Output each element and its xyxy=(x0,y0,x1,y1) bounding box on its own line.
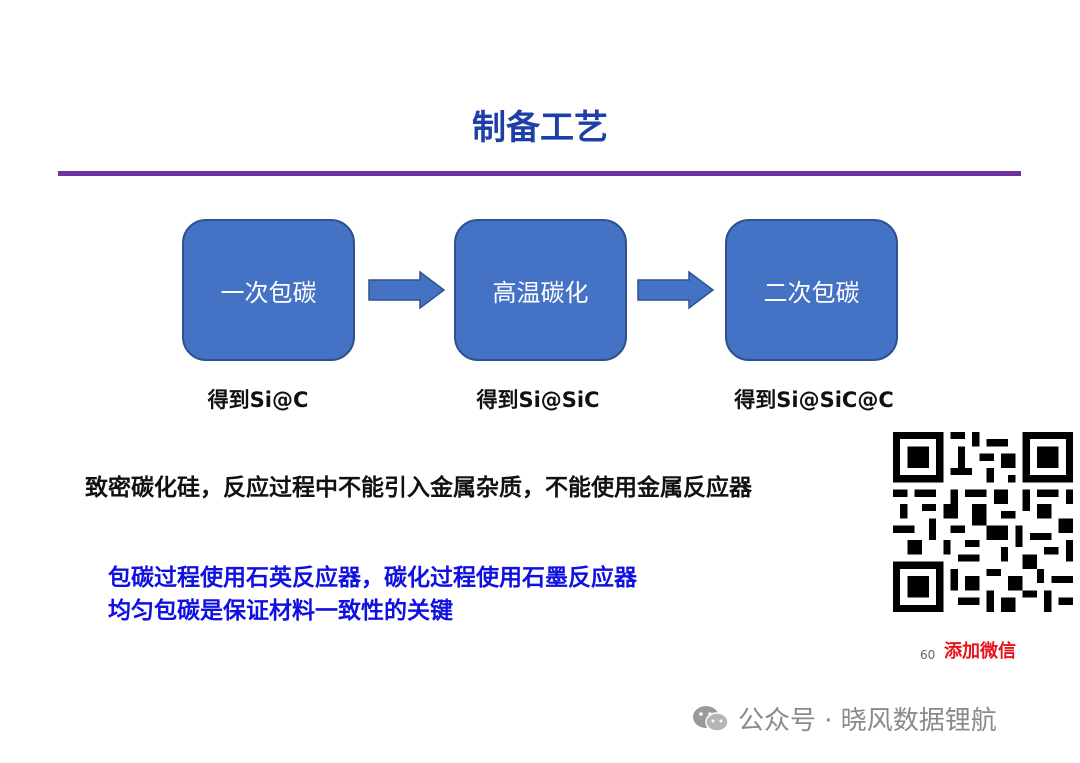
step-label-2: 高温碳化 xyxy=(492,278,589,307)
step-label-3: 二次包碳 xyxy=(763,278,860,307)
step-box-2: 高温碳化 xyxy=(454,219,627,361)
step-result-1: 得到Si@C xyxy=(207,388,309,412)
note-blue-line-1: 包碳过程使用石英反应器，碳化过程使用石墨反应器 xyxy=(108,565,637,591)
watermark-text: 公众号 · 晓风数据锂航 xyxy=(738,706,997,736)
step-result-3: 得到Si@SiC@C xyxy=(734,388,894,412)
watermark: 公众号 · 晓风数据锂航 xyxy=(692,700,997,737)
step-label-1: 一次包碳 xyxy=(220,278,317,307)
qr-code[interactable] xyxy=(892,432,1074,612)
title-divider xyxy=(58,171,1021,176)
slide-title: 制备工艺 xyxy=(472,108,608,148)
page-number: 60 xyxy=(920,648,936,662)
arrow-right-icon xyxy=(637,270,715,310)
step-box-3: 二次包碳 xyxy=(725,219,898,361)
wechat-icon xyxy=(693,705,729,732)
arrow-right-icon xyxy=(368,270,446,310)
qr-caption: 添加微信 xyxy=(944,641,1016,662)
step-result-2: 得到Si@SiC xyxy=(476,388,600,412)
note-blue-line-2: 均匀包碳是保证材料一致性的关键 xyxy=(108,598,453,624)
note-black: 致密碳化硅，反应过程中不能引入金属杂质，不能使用金属反应器 xyxy=(85,475,752,501)
step-box-1: 一次包碳 xyxy=(182,219,355,361)
